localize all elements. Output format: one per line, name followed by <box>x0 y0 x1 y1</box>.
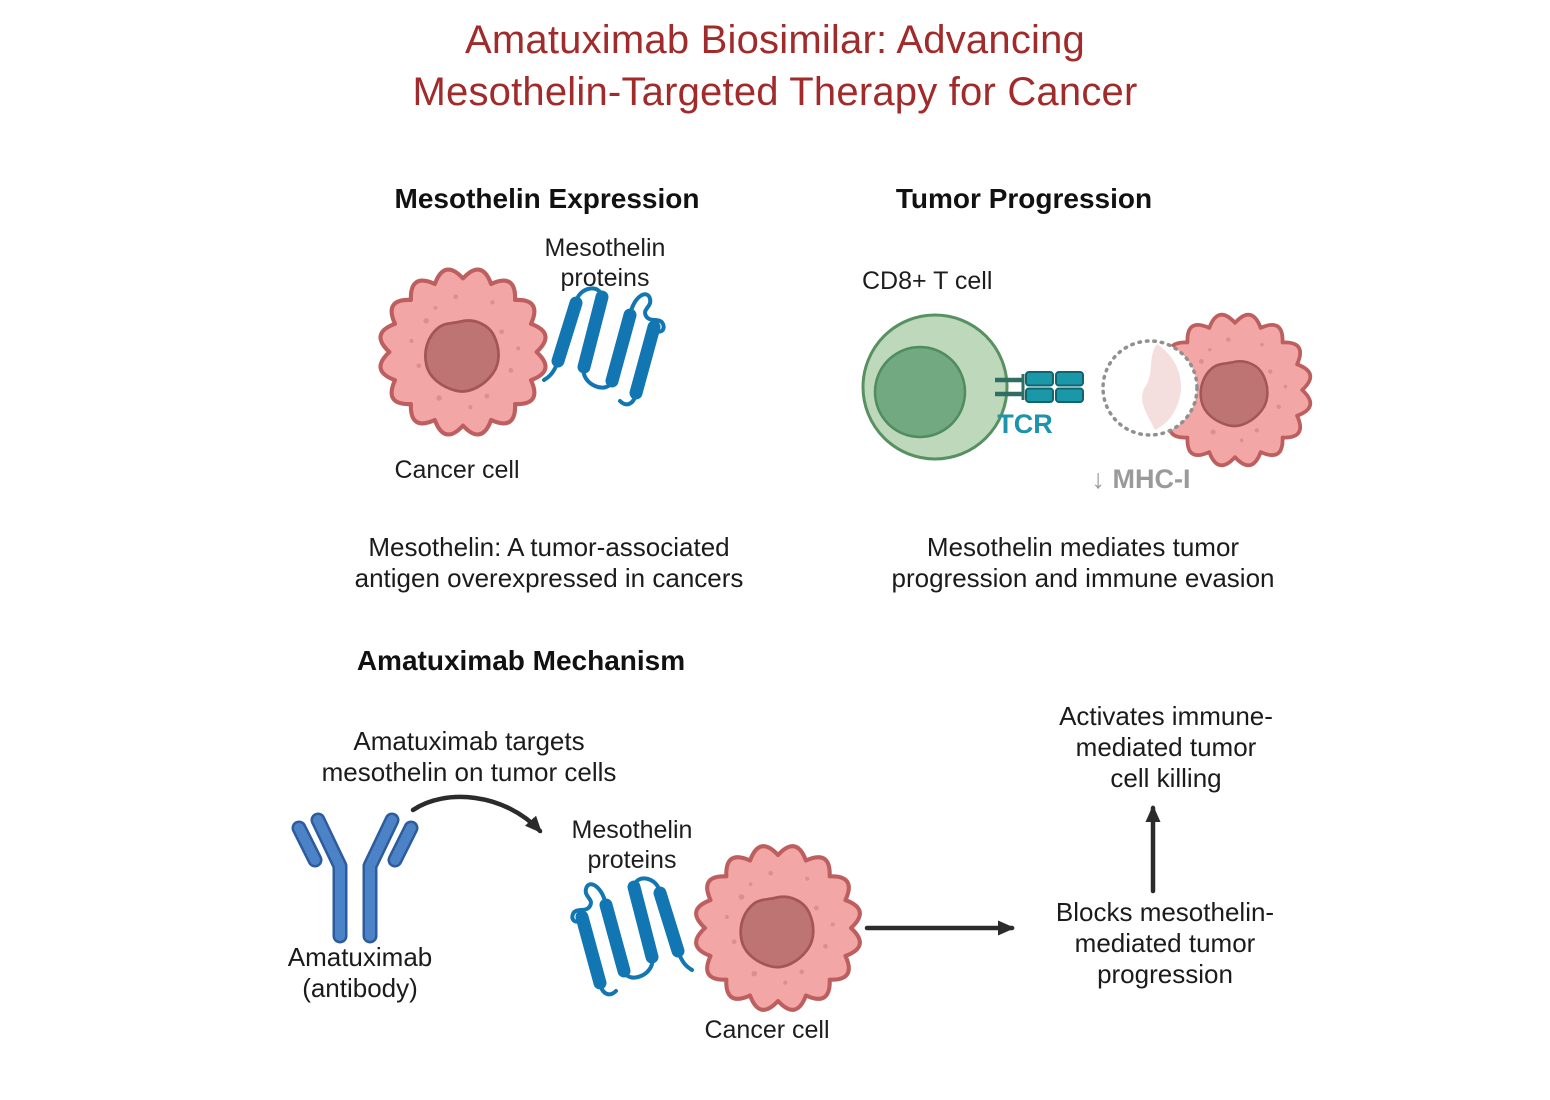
progression-caption: Mesothelin mediates tumor progression an… <box>891 532 1275 593</box>
expression-caption: Mesothelin: A tumor-associated antigen o… <box>354 532 744 593</box>
mesothelin-proteins-label: Mesothelin proteins <box>571 816 693 874</box>
mechanism-intro-text: Amatuximab targets mesothelin on tumor c… <box>321 726 617 787</box>
tcr-label: TCR <box>997 409 1053 439</box>
blocks-progression-text: Blocks mesothelin- mediated tumor progre… <box>1055 897 1275 989</box>
tcr-icon <box>995 371 1084 403</box>
activates-killing-text: Activates immune- mediated tumor cell ki… <box>1059 701 1273 793</box>
cancer-cell-label: Cancer cell <box>704 1016 830 1044</box>
section-heading-amatuximab-mechanism: Amatuximab Mechanism <box>356 645 686 676</box>
t-cell-icon <box>861 313 1009 461</box>
curved-arrow-icon <box>410 794 543 834</box>
mesothelin-protein-icon <box>572 878 692 994</box>
amatuximab-antibody-label: Amatuximab (antibody) <box>287 942 433 1003</box>
page-title: Amatuximab Biosimilar: Advancing Mesothe… <box>412 18 1138 114</box>
cancer-cell-label: Cancer cell <box>394 456 520 484</box>
cancer-cell-icon <box>381 270 546 435</box>
mesothelin-protein-icon <box>544 288 664 404</box>
mesothelin-expression-scene <box>350 255 690 455</box>
cd8-t-cell-label: CD8+ T cell <box>862 267 993 295</box>
cancer-cell-icon <box>696 846 860 1010</box>
antibody-icon <box>291 812 419 944</box>
section-heading-tumor-progression: Tumor Progression <box>895 183 1153 214</box>
mhc-downregulated-label: ↓ MHC-I <box>1091 464 1191 494</box>
mechanism-scene <box>555 840 895 1030</box>
mhc-missing-dotted-circle-icon <box>1101 339 1199 437</box>
section-heading-mesothelin-expression: Mesothelin Expression <box>394 183 700 214</box>
mesothelin-proteins-label: Mesothelin proteins <box>544 234 666 292</box>
tumor-progression-scene <box>861 312 1313 468</box>
